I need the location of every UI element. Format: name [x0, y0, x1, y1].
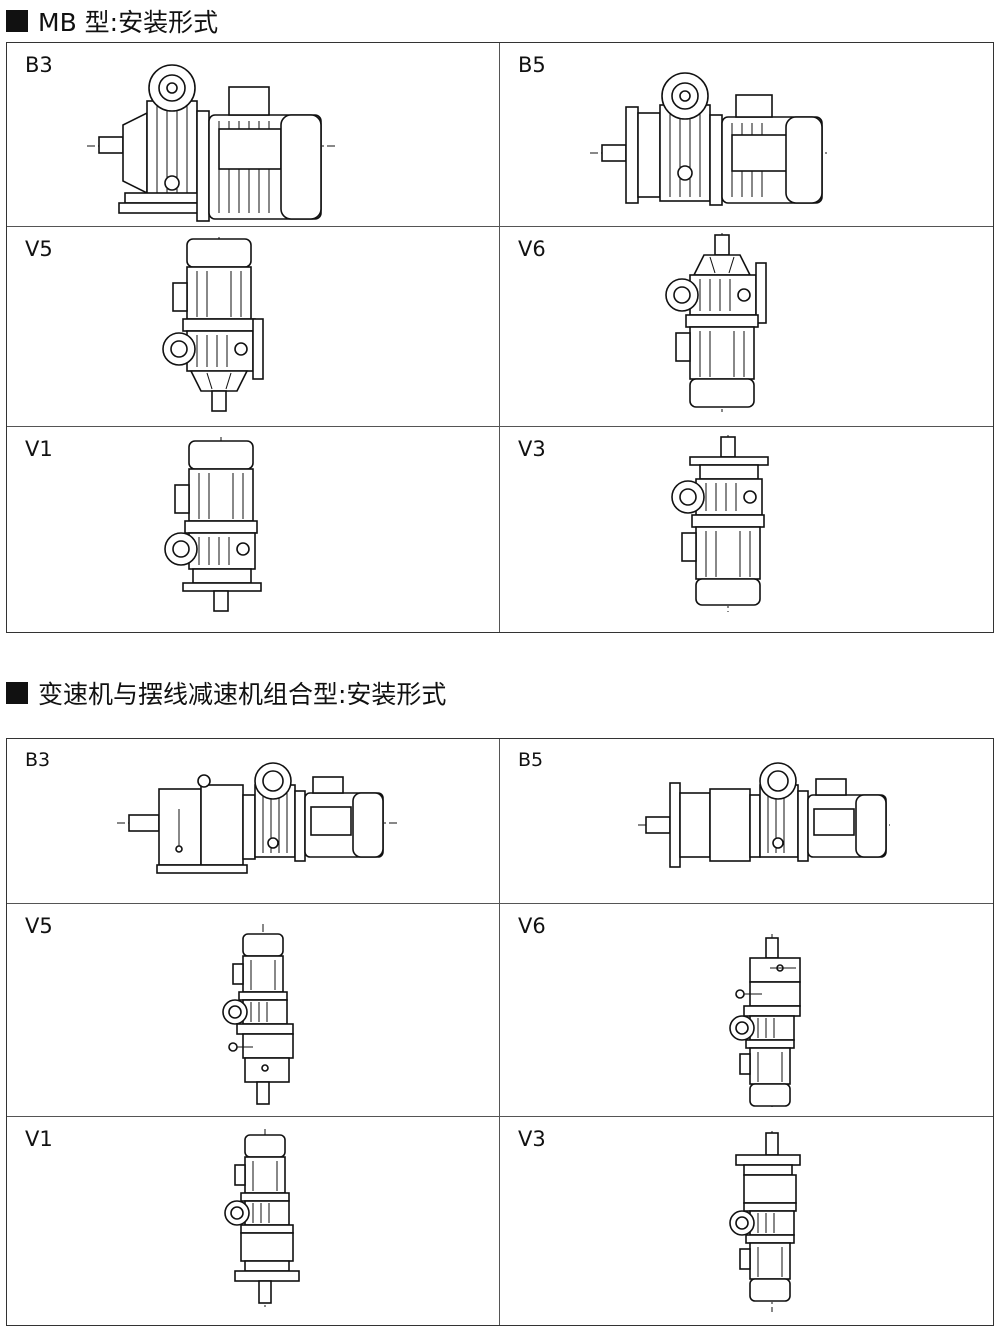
mounting-cell-v5: V5 — [7, 227, 500, 427]
mounting-label: V6 — [518, 914, 546, 938]
mounting-cell-v3: V3 — [500, 427, 993, 632]
bullet-square-icon — [6, 10, 28, 32]
v3-combined-vertical-up-flange-drawing — [729, 1131, 801, 1312]
mounting-label: V3 — [518, 1127, 546, 1151]
v1-combined-vertical-down-flange-drawing — [224, 1129, 300, 1307]
b5-combined-horizontal-flange-drawing — [638, 762, 890, 868]
v6-vertical-up-drawing — [665, 233, 767, 412]
v5-vertical-down-drawing — [162, 237, 264, 412]
mounting-label: V6 — [518, 237, 546, 261]
b3-horizontal-foot-drawing — [87, 64, 337, 222]
section-1-title: MB 型:安装形式 — [38, 8, 219, 37]
mounting-cell-v6: V6 — [500, 904, 993, 1117]
b5-horizontal-flange-drawing — [590, 72, 830, 206]
section-2-title: 变速机与摆线减速机组合型:安装形式 — [38, 680, 447, 709]
mounting-label: B5 — [518, 53, 546, 77]
mounting-label: V5 — [25, 237, 53, 261]
mounting-label: V1 — [25, 437, 53, 461]
mounting-cell-v3: V3 — [500, 1117, 993, 1325]
mounting-cell-v5: V5 — [7, 904, 500, 1117]
mounting-cell-b5: B5 — [500, 739, 993, 904]
mounting-label: B3 — [25, 749, 51, 771]
v5-combined-vertical-down-drawing — [222, 924, 294, 1105]
section-2-heading: 变速机与摆线减速机组合型:安装形式 — [6, 676, 446, 710]
mounting-label: V5 — [25, 914, 53, 938]
mounting-label: V3 — [518, 437, 546, 461]
section-1-heading: MB 型:安装形式 — [6, 4, 218, 38]
bullet-square-icon — [6, 682, 28, 704]
mounting-cell-b3: B3 — [7, 739, 500, 904]
mounting-cell-b3: B3 — [7, 43, 500, 227]
v1-vertical-down-flange-drawing — [164, 437, 262, 612]
v6-combined-vertical-up-drawing — [729, 934, 801, 1109]
mounting-label: B5 — [518, 749, 544, 771]
section-2-mounting-grid: B3 B5 — [6, 738, 994, 1326]
v3-vertical-up-flange-drawing — [671, 435, 769, 612]
section-1-mounting-grid: B3 B5 — [6, 42, 994, 633]
mounting-cell-v1: V1 — [7, 1117, 500, 1325]
mounting-cell-b5: B5 — [500, 43, 993, 227]
mounting-cell-v1: V1 — [7, 427, 500, 632]
mounting-label: V1 — [25, 1127, 53, 1151]
mounting-cell-v6: V6 — [500, 227, 993, 427]
mounting-label: B3 — [25, 53, 53, 77]
b3-combined-horizontal-foot-drawing — [117, 762, 397, 874]
